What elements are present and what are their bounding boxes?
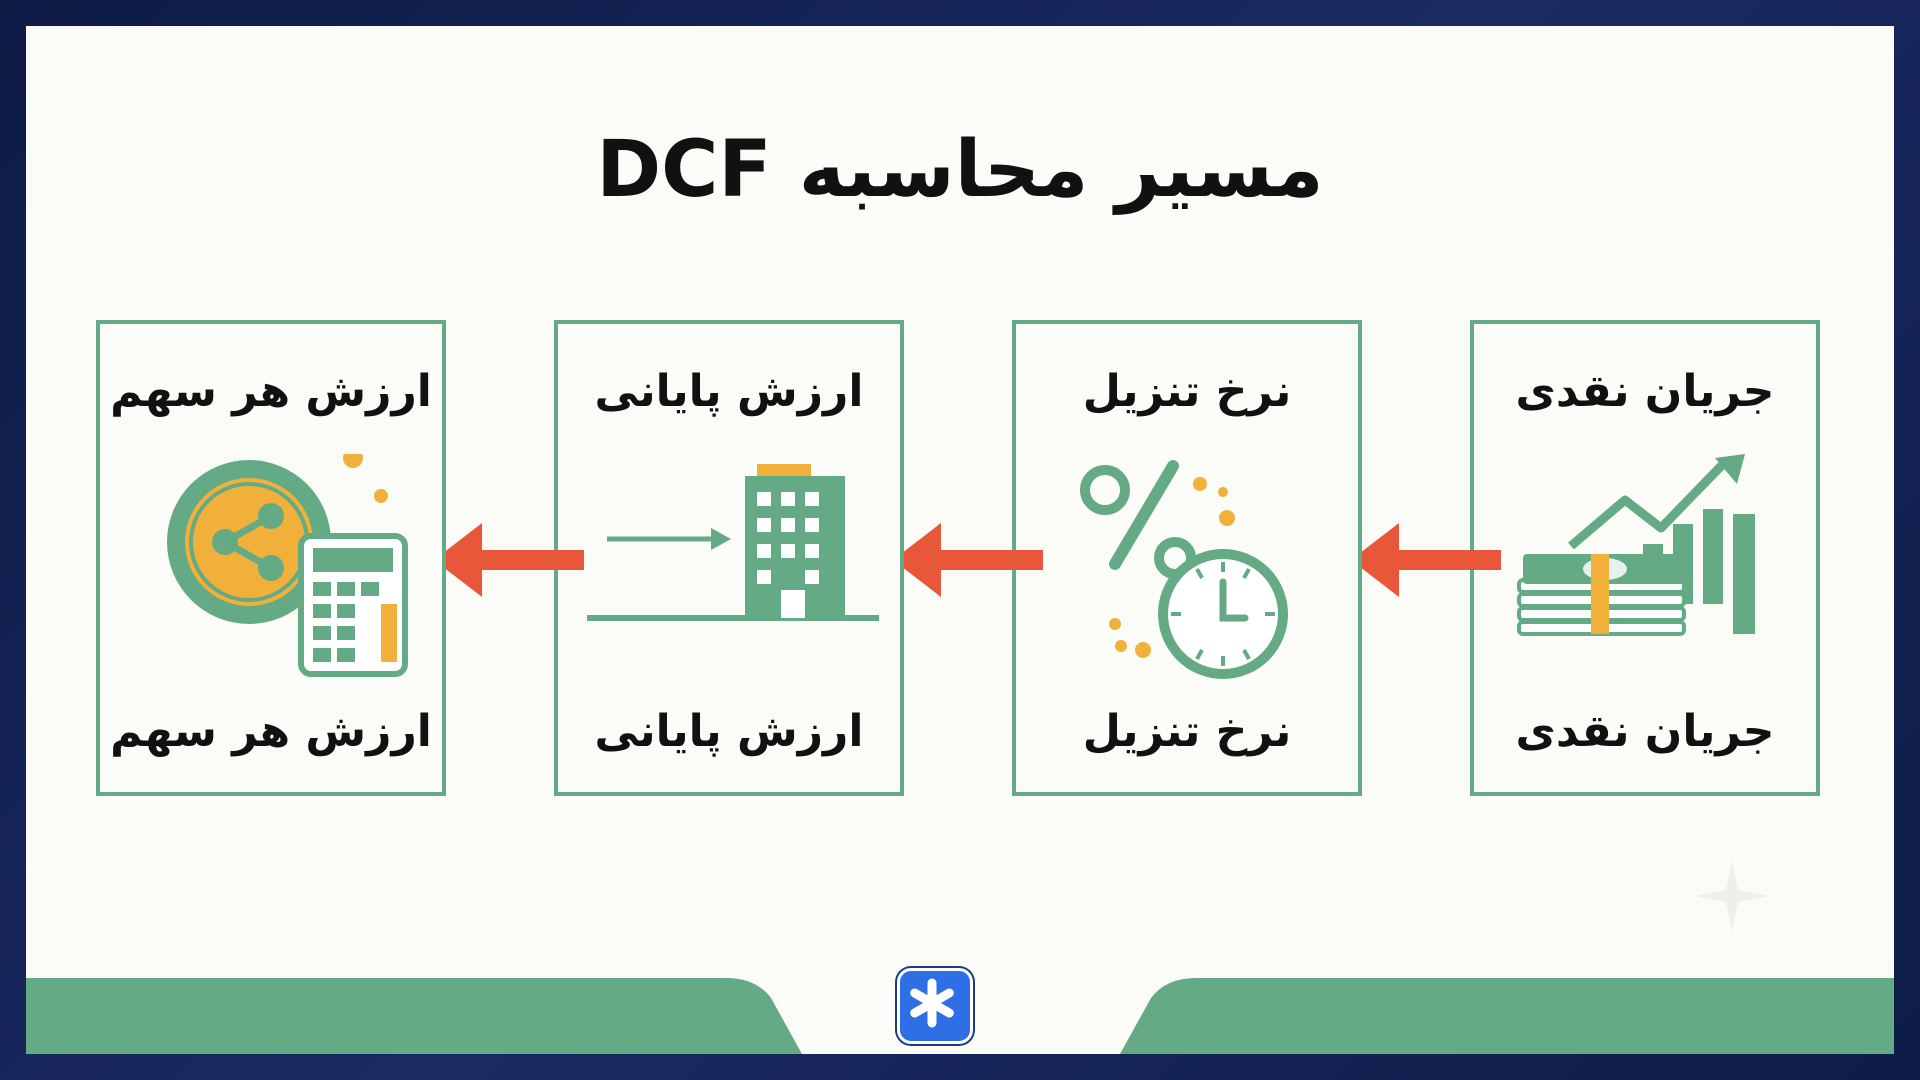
step-card-value-per-share: ارزش هر سهم [96, 320, 446, 796]
flow-arrow [434, 523, 584, 597]
step-label-top: ارزش پایانی [594, 366, 864, 417]
step-card-cash-flow: جریان نقدی جریان نقدی [1470, 320, 1820, 796]
sparkle-icon [1696, 860, 1768, 932]
percent-clock-icon [1080, 460, 1288, 679]
step-label-bottom: ارزش پایانی [594, 706, 864, 757]
flow-arrow [1351, 523, 1501, 597]
building-arrow-icon [587, 464, 879, 621]
step-label-top: جریان نقدی [1515, 366, 1775, 417]
step-card-discount-rate: نرخ تنزیل [1012, 320, 1362, 796]
step-label-bottom: جریان نقدی [1515, 706, 1775, 757]
step-label-bottom: نرخ تنزیل [1082, 706, 1292, 757]
footer-band [26, 978, 1894, 1054]
step-label-top: نرخ تنزیل [1082, 366, 1292, 417]
step-label-top: ارزش هر سهم [110, 366, 432, 417]
step-label-bottom: ارزش هر سهم [110, 706, 432, 757]
cash-growth-icon [1517, 454, 1755, 636]
share-calculator-icon [167, 454, 408, 677]
flow-arrow [893, 523, 1043, 597]
logo-snowflake-button[interactable] [897, 968, 973, 1044]
page-title: مسیر محاسبه DCF [596, 125, 1324, 215]
slide-canvas: مسیر محاسبه DCF جریان نقدی جریان ن [26, 26, 1894, 1054]
asterisk-icon [910, 978, 954, 1028]
step-card-terminal-value: ارزش پایانی ارزش پایانی [554, 320, 904, 796]
